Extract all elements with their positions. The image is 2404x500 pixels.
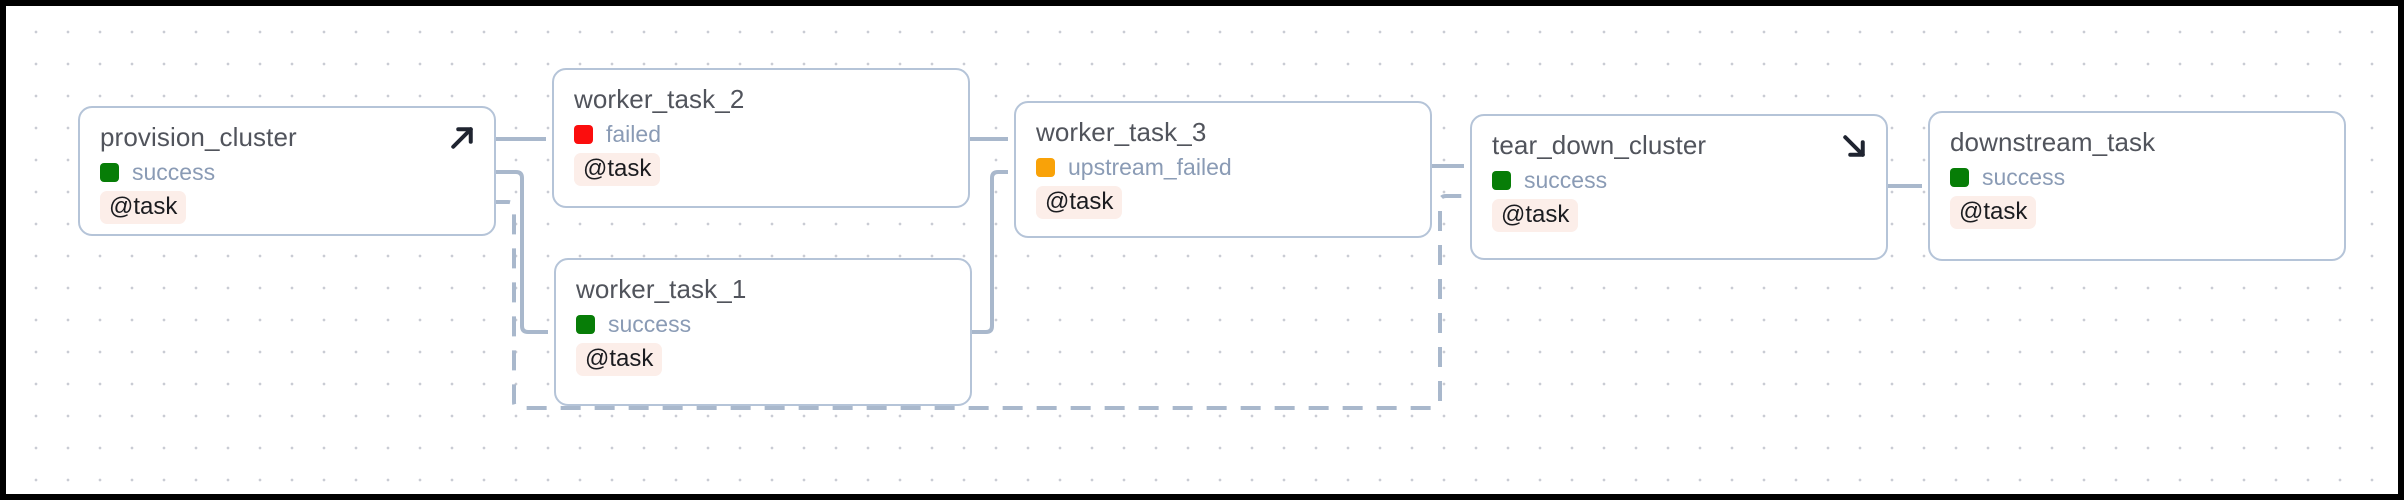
node-operator-badge: @task <box>1950 196 2037 229</box>
status-swatch-success <box>1492 170 1511 190</box>
node-state-label: success <box>1524 167 1608 193</box>
node-title: worker_task_3 <box>1036 117 1207 147</box>
node-state-label: success <box>1982 164 2066 190</box>
node-title: worker_task_2 <box>574 84 745 114</box>
node-state-label: success <box>132 159 216 185</box>
arrow-up-right-icon[interactable] <box>447 123 477 153</box>
node-state-row: success <box>1492 167 1866 193</box>
node-title: downstream_task <box>1950 127 2156 157</box>
status-swatch-failed <box>574 124 593 144</box>
node-operator-badge: @task <box>100 191 187 224</box>
status-swatch-success <box>100 162 119 182</box>
node-operator-badge: @task <box>576 343 663 376</box>
edge-provision_cluster-worker_task_1 <box>490 170 548 334</box>
dag-node-worker_task_3[interactable]: worker_task_3 upstream_failed @task <box>1014 101 1432 238</box>
status-swatch-success <box>576 314 595 334</box>
node-title: tear_down_cluster <box>1492 130 1707 160</box>
node-state-row: failed <box>574 121 948 147</box>
node-state-row: upstream_failed <box>1036 154 1410 180</box>
node-operator-badge: @task <box>1036 186 1123 219</box>
dag-node-worker_task_2[interactable]: worker_task_2 failed @task <box>552 68 970 208</box>
node-title: provision_cluster <box>100 122 297 152</box>
arrow-down-right-icon[interactable] <box>1839 131 1869 161</box>
node-state-row: success <box>1950 164 2324 190</box>
node-state-label: upstream_failed <box>1068 154 1232 180</box>
dag-node-provision_cluster[interactable]: provision_cluster success @task <box>78 106 496 236</box>
status-swatch-upstream-failed <box>1036 157 1055 177</box>
node-state-row: success <box>100 159 474 185</box>
node-operator-badge: @task <box>1492 199 1579 232</box>
edge-worker_task_1-worker_task_3 <box>966 170 1008 334</box>
dag-node-tear_down_cluster[interactable]: tear_down_cluster success @task <box>1470 114 1888 260</box>
status-swatch-success <box>1950 167 1969 187</box>
node-state-label: failed <box>606 121 661 147</box>
dag-node-downstream_task[interactable]: downstream_task success @task <box>1928 111 2346 261</box>
node-state-label: success <box>608 311 692 337</box>
dag-node-worker_task_1[interactable]: worker_task_1 success @task <box>554 258 972 406</box>
node-state-row: success <box>576 311 950 337</box>
node-title: worker_task_1 <box>576 274 747 304</box>
node-operator-badge: @task <box>574 153 661 186</box>
